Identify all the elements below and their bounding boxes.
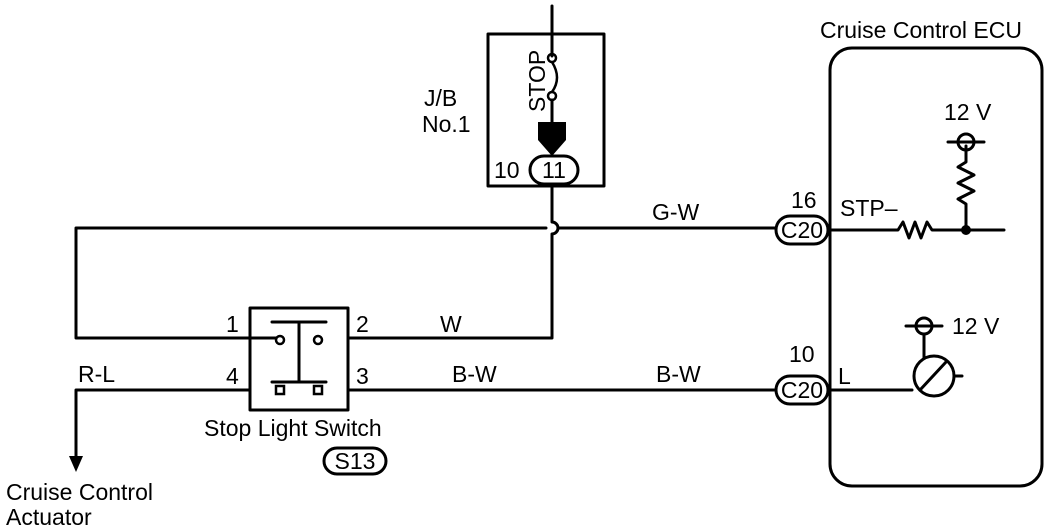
switch-pin1: 1: [226, 311, 239, 337]
wire-rl-label: R-L: [78, 361, 115, 387]
switch-box: [248, 306, 350, 412]
switch-connector-oval: [322, 446, 388, 476]
wire-w-label: W: [440, 311, 462, 337]
wire-bw-right-label: B-W: [656, 361, 701, 387]
switch-terminal-1: [274, 334, 286, 346]
ecu-pullup-resistor: [956, 144, 976, 232]
fuse-icon: [550, 61, 559, 93]
actuator-arrow-icon: [69, 456, 83, 472]
switch-terminal-2: [312, 334, 324, 346]
ecu-l-label: L: [838, 363, 851, 389]
ecu-stp-pin: 16: [791, 187, 817, 213]
switch-terminal-4: [274, 384, 286, 396]
ecu-stp-label: STP–: [840, 195, 898, 221]
jb-label-line2: No.1: [422, 111, 471, 137]
switch-pin4: 4: [226, 363, 239, 389]
connector-c20-l-label: C20: [781, 377, 823, 403]
jb-label-line1: J/B: [424, 85, 457, 111]
switch-pin2: 2: [356, 311, 369, 337]
pin-connector-label: 11: [542, 157, 566, 183]
ecu-transistor-mark: [918, 360, 948, 392]
switch-connector: S13: [335, 448, 376, 474]
actuator-label-line1: Cruise Control: [6, 479, 153, 505]
stop-light-switch: [248, 306, 350, 412]
switch-terminal-3: [312, 384, 324, 396]
fuse-label: STOP: [524, 50, 550, 112]
junction-block-box: [486, 32, 606, 188]
wire-gw-label: G-W: [652, 199, 700, 225]
ecu-l-pin: 10: [789, 341, 815, 367]
ecu-voltage-bottom: 12 V: [952, 313, 1000, 339]
ecu-stp-resistor: [826, 220, 1006, 240]
connector-c20-stp-label: C20: [781, 217, 823, 243]
wire-bw-left-label: B-W: [452, 361, 497, 387]
actuator-label-line2: Actuator: [6, 504, 92, 530]
ecu-title: Cruise Control ECU: [820, 17, 1022, 43]
wire-switch-pin1-loop: [74, 226, 548, 340]
switch-name: Stop Light Switch: [204, 415, 382, 441]
pin-11-oval: [528, 154, 580, 186]
ecu-voltage-top: 12 V: [944, 99, 992, 125]
junction-block: 11 10 STOP: [486, 4, 606, 188]
pin-left-label: 10: [494, 157, 520, 183]
connector-arrow-icon: [538, 122, 566, 156]
switch-pin3: 3: [356, 363, 369, 389]
wire-rl: [74, 388, 252, 460]
ecu-box: [828, 46, 1044, 488]
